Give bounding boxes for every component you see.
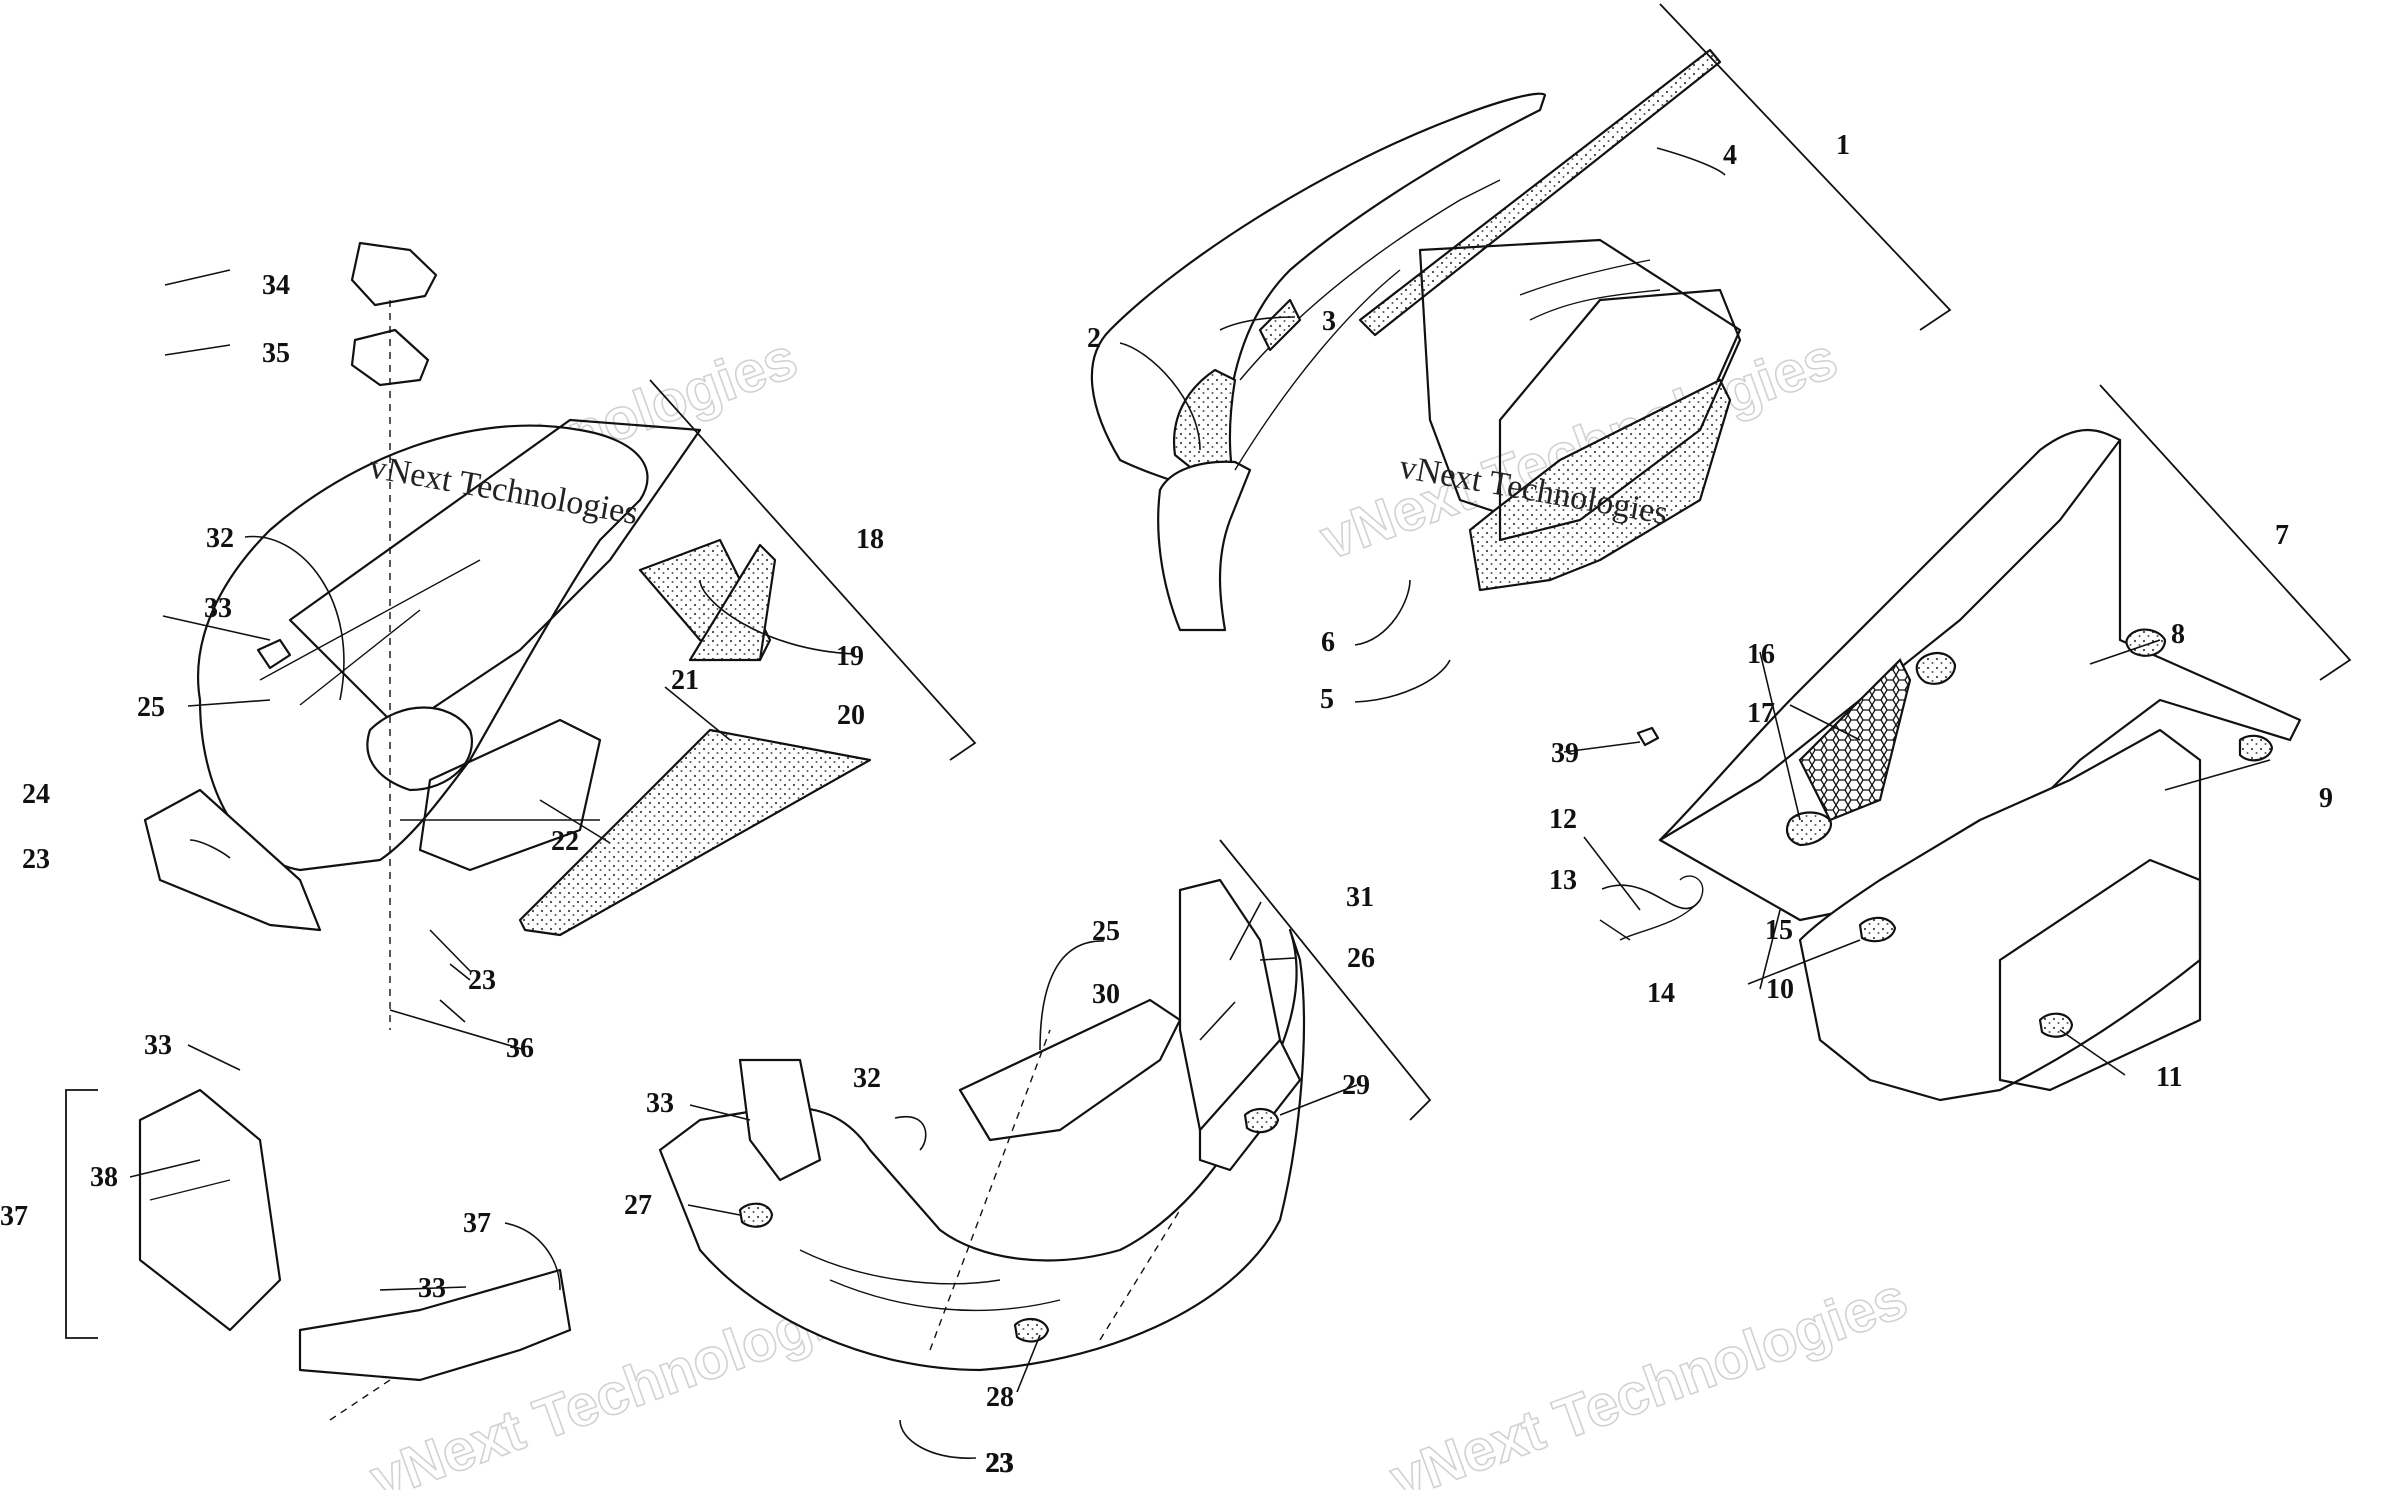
callout-23: 23 [986,1448,1014,1479]
group-brackets [65,3,2352,1339]
callout-25: 25 [1092,916,1120,947]
callout-33: 33 [144,1030,172,1061]
callout-6: 6 [1321,627,1335,658]
callout-33: 33 [646,1088,674,1119]
console-assembly [143,241,872,937]
callout-23: 23 [468,965,496,996]
callout-7: 7 [2275,520,2289,551]
side-trim-assembly [138,1088,572,1421]
callout-38: 38 [90,1162,118,1193]
callout-14: 14 [1647,978,1675,1009]
callout-24: 24 [22,779,50,810]
callout-33: 33 [204,593,232,624]
callout-26: 26 [1347,943,1375,974]
callout-23: 23 [985,1448,1013,1479]
callout-22: 22 [551,826,579,857]
callout-8: 8 [2171,619,2185,650]
callout-29: 29 [1342,1070,1370,1101]
callout-27: 27 [624,1190,652,1221]
callout-34: 34 [262,270,290,301]
callout-33: 33 [418,1273,446,1304]
callout-4: 4 [1723,140,1737,171]
ghost-watermark: vNext Technologies [1382,1265,1915,1490]
callout-2: 2 [1087,323,1101,354]
callout-19: 19 [836,641,864,672]
callout-12: 12 [1549,804,1577,835]
callout-37: 37 [0,1201,28,1232]
callout-25: 25 [137,692,165,723]
callout-11: 11 [2156,1062,2182,1093]
callout-9: 9 [2319,783,2333,814]
leader-lines [129,147,2271,1459]
callout-37: 37 [463,1208,491,1239]
callout-3: 3 [1322,306,1336,337]
callout-35: 35 [262,338,290,369]
callout-39: 39 [1551,738,1579,769]
callout-18: 18 [856,524,884,555]
callout-13: 13 [1549,865,1577,896]
callout-16: 16 [1747,639,1775,670]
callout-36: 36 [506,1033,534,1064]
callout-21: 21 [671,665,699,696]
callout-30: 30 [1092,979,1120,1010]
callout-32: 32 [853,1063,881,1094]
callout-28: 28 [986,1382,1014,1413]
side-panel-assembly [1599,428,2302,1102]
callout-5: 5 [1320,684,1334,715]
callout-32: 32 [206,523,234,554]
callout-23: 23 [22,844,50,875]
callout-labels: 1 2 3 4 5 6 7 8 9 10 11 12 13 14 15 16 1… [0,130,2333,1479]
callout-1: 1 [1836,130,1850,161]
nose-assembly [1090,48,1742,632]
callout-17: 17 [1747,698,1775,729]
callout-20: 20 [837,700,865,731]
belly-pan-assembly [658,878,1305,1372]
callout-31: 31 [1346,882,1374,913]
callout-15: 15 [1765,915,1793,946]
callout-10: 10 [1766,974,1794,1005]
